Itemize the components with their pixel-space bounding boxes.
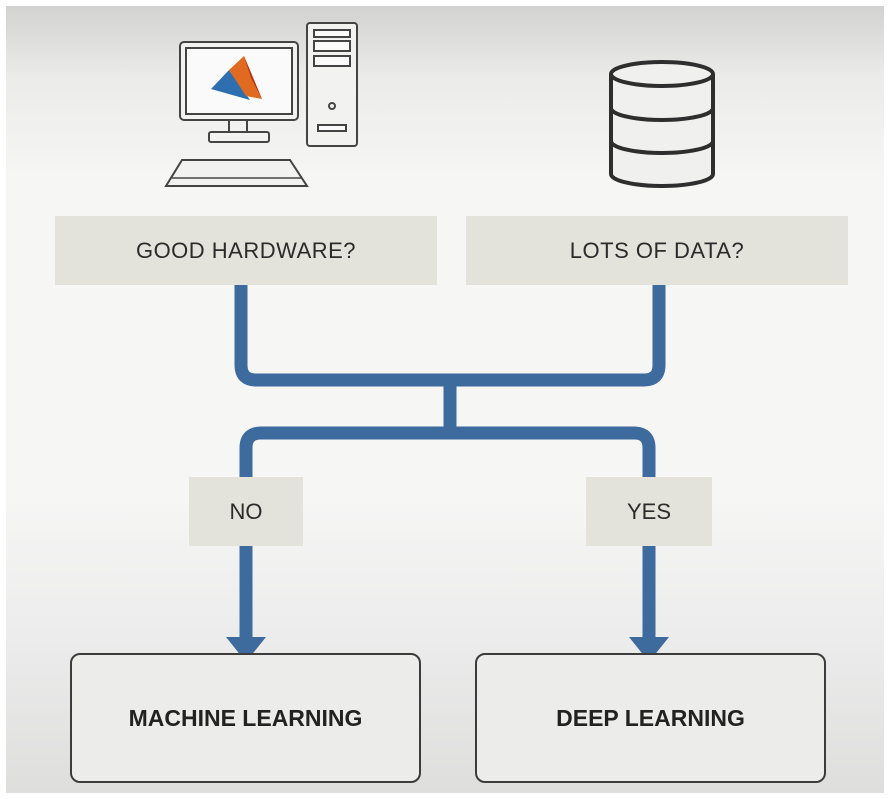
no-branch-box: NO xyxy=(189,477,303,546)
machine-learning-label: MACHINE LEARNING xyxy=(128,704,363,731)
lots-of-data-box: LOTS OF DATA? xyxy=(466,216,848,285)
data-connector xyxy=(450,285,666,387)
no-arrowhead xyxy=(226,637,266,662)
lots-of-data-label: LOTS OF DATA? xyxy=(569,237,745,263)
desktop-computer-icon xyxy=(164,22,358,187)
yes-arrowhead xyxy=(629,637,669,662)
yes-branch-box: YES xyxy=(586,477,712,546)
matlab-logo xyxy=(211,56,262,100)
good-hardware-box: GOOD HARDWARE? xyxy=(55,216,437,285)
good-hardware-label: GOOD HARDWARE? xyxy=(135,237,357,263)
machine-learning-box: MACHINE LEARNING xyxy=(70,653,421,783)
yes-connector xyxy=(450,426,656,640)
no-connector xyxy=(239,426,450,640)
no-branch-label: NO xyxy=(229,498,263,524)
deep-learning-box: DEEP LEARNING xyxy=(475,653,826,783)
deep-learning-label: DEEP LEARNING xyxy=(556,704,745,731)
database-icon xyxy=(609,60,715,188)
yes-branch-label: YES xyxy=(626,498,672,524)
hardware-connector xyxy=(234,285,450,387)
